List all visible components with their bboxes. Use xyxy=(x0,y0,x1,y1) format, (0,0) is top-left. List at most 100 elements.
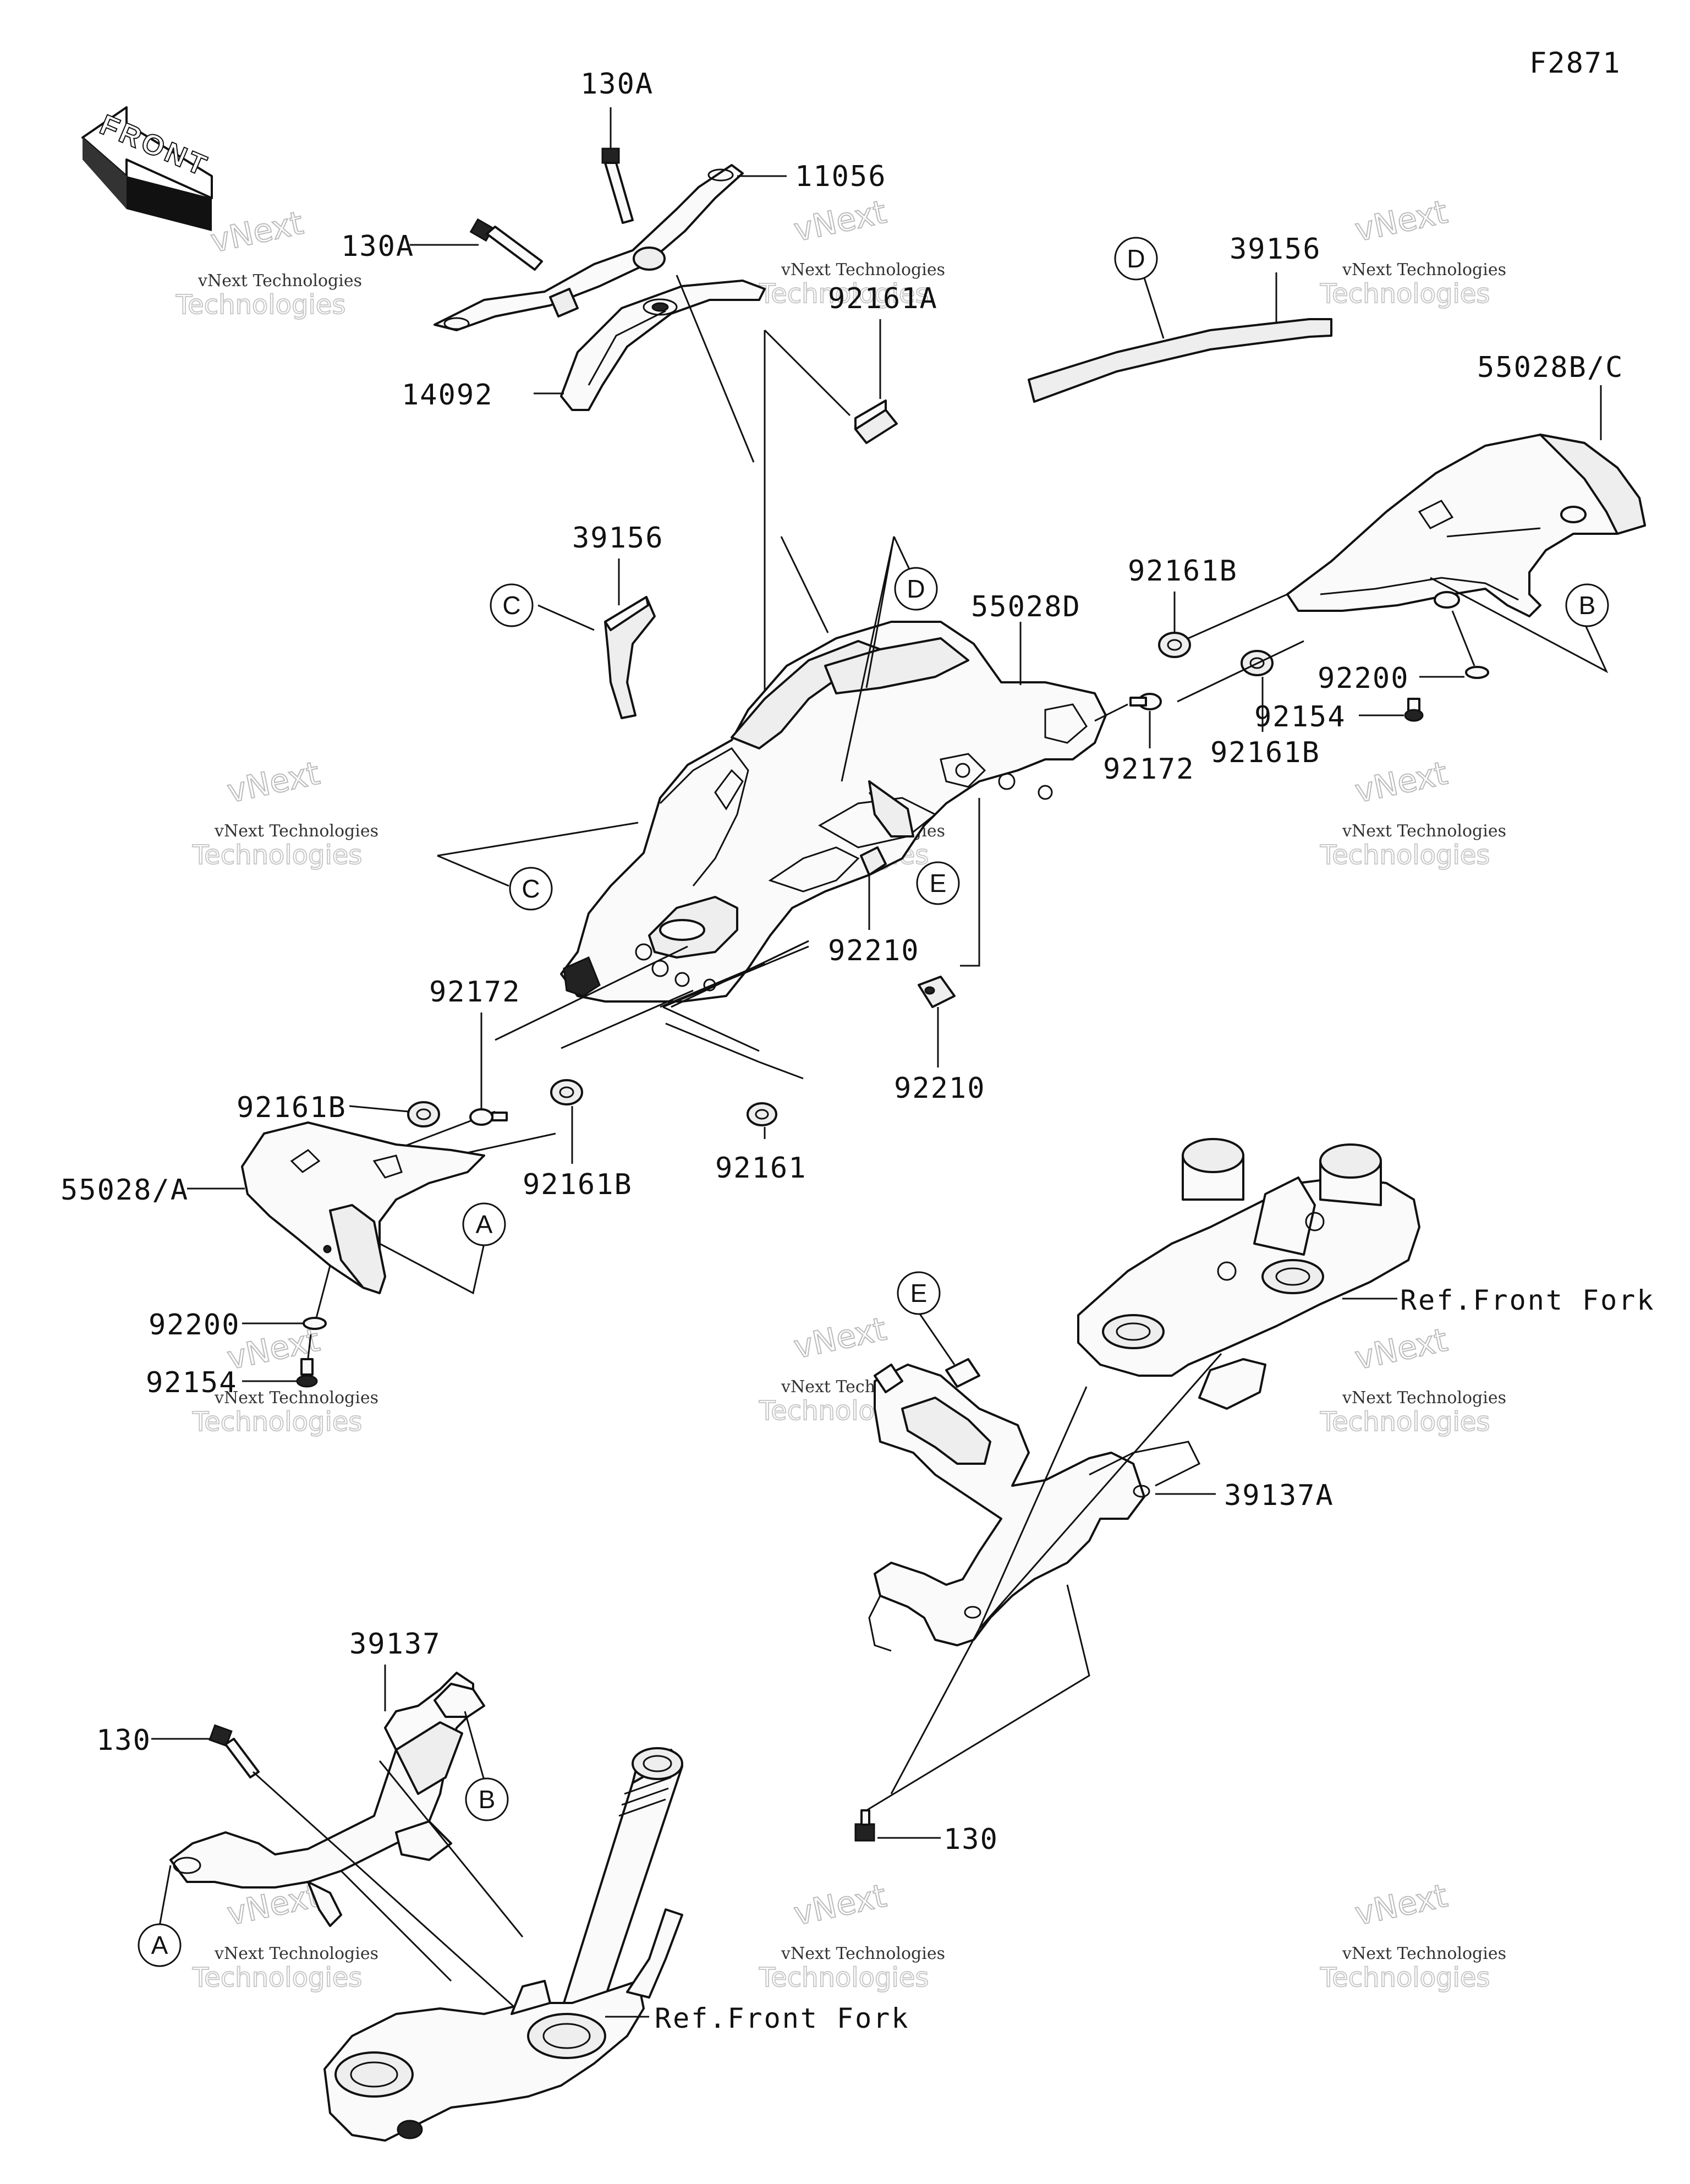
grommet-92161b-r1-icon xyxy=(1158,632,1191,658)
callout-b-right: B xyxy=(1565,583,1609,627)
label-92200-right: 92200 xyxy=(1318,662,1409,695)
label-92200-left: 92200 xyxy=(149,1309,240,1342)
callout-c-lower: C xyxy=(509,867,553,911)
stay-tab-icon xyxy=(868,780,914,838)
grommet-92161b-l1-icon xyxy=(407,1101,440,1127)
watermark-group: vNext vNext Technologies Technologies vN… xyxy=(175,193,1506,1994)
watermark-text: vNext Technologies xyxy=(197,271,362,291)
label-39156-left: 39156 xyxy=(572,522,664,555)
svg-text:C: C xyxy=(502,591,520,620)
label-92161a: 92161A xyxy=(828,282,938,315)
watermark-text: vNext Technologies xyxy=(214,822,378,841)
screw-92154-right-icon xyxy=(1404,698,1424,722)
screw-92172-right-icon xyxy=(1129,693,1162,710)
label-39137: 39137 xyxy=(349,1628,441,1661)
washer-92200-right-icon xyxy=(1465,666,1489,679)
watermark-text: vNext Technologies xyxy=(1342,1388,1506,1408)
watermark-technologies: Technologies xyxy=(1320,278,1490,309)
bracket-11056 xyxy=(434,164,744,331)
bolt-130a-left-icon xyxy=(469,218,543,271)
watermark-technologies: Technologies xyxy=(1320,1406,1490,1437)
label-92154-right: 92154 xyxy=(1254,700,1346,734)
grommet-92210-b-icon xyxy=(918,976,956,1008)
watermark-technologies: Technologies xyxy=(175,289,345,320)
callout-a-left: A xyxy=(462,1202,506,1246)
watermark-text: vNext Technologies xyxy=(1342,1944,1506,1963)
watermark-text: vNext Technologies xyxy=(214,1388,378,1408)
watermark-technologies: Technologies xyxy=(192,1406,362,1437)
svg-text:C: C xyxy=(522,874,540,903)
cover-14092 xyxy=(560,280,766,411)
label-92172-left: 92172 xyxy=(429,976,521,1009)
tape-39156-left xyxy=(604,596,656,719)
callout-b-lower: B xyxy=(465,1777,509,1821)
label-130a-left: 130A xyxy=(341,230,414,263)
grommet-92161-icon xyxy=(747,1102,777,1126)
label-92210-a: 92210 xyxy=(828,934,920,967)
watermark-vnext: vNext xyxy=(1352,1877,1451,1933)
svg-text:A: A xyxy=(476,1210,493,1239)
washer-92200-left-icon xyxy=(303,1317,327,1330)
stay-39137a xyxy=(868,1358,1201,1652)
watermark-text: vNext Technologies xyxy=(781,1944,945,1963)
label-130-left: 130 xyxy=(96,1724,151,1757)
label-130a-top: 130A xyxy=(580,68,654,101)
label-55028bc: 55028B/C xyxy=(1477,351,1623,384)
label-11056: 11056 xyxy=(795,160,887,193)
label-92210-b: 92210 xyxy=(894,1072,986,1105)
label-92161b-l1: 92161B xyxy=(237,1091,347,1124)
callout-d-top: D xyxy=(1114,237,1158,281)
watermark-vnext: vNext xyxy=(224,754,323,811)
lower-triple-clamp-with-stem xyxy=(323,1747,683,2142)
watermark-technologies: Technologies xyxy=(1320,840,1490,871)
label-ref-front-fork-right: Ref.Front Fork xyxy=(1400,1284,1655,1316)
damper-92161a-icon xyxy=(854,399,898,444)
bolt-130a-top-icon xyxy=(601,147,634,224)
screw-92154-left-icon xyxy=(296,1358,318,1388)
watermark-vnext: vNext xyxy=(207,204,306,260)
watermark-technologies: Technologies xyxy=(192,840,362,871)
cover-55028a xyxy=(241,1121,485,1294)
watermark-vnext: vNext xyxy=(1352,1321,1451,1377)
grommet-92210-a-icon xyxy=(860,846,887,876)
label-39137a: 39137A xyxy=(1224,1479,1334,1512)
label-39156-top: 39156 xyxy=(1230,233,1321,266)
svg-text:D: D xyxy=(907,574,925,603)
grommet-on-bracket-icon xyxy=(633,247,666,271)
callout-e-mid: E xyxy=(916,861,960,905)
front-arrow-icon: FRONT xyxy=(81,106,214,231)
svg-text:D: D xyxy=(1127,244,1145,273)
label-92154-left: 92154 xyxy=(146,1366,238,1399)
grommet-92161b-l2-icon xyxy=(550,1079,583,1105)
stay-39137 xyxy=(169,1672,485,1927)
watermark-technologies: Technologies xyxy=(1320,1962,1490,1993)
svg-text:E: E xyxy=(930,869,947,897)
watermark-text: vNext Technologies xyxy=(781,260,945,280)
label-92172-right: 92172 xyxy=(1103,753,1195,786)
svg-text:A: A xyxy=(151,1931,168,1959)
label-ref-front-fork-left: Ref.Front Fork xyxy=(655,2002,909,2034)
label-92161: 92161 xyxy=(715,1152,807,1185)
upper-triple-clamp xyxy=(1077,1138,1420,1410)
label-14092: 14092 xyxy=(402,379,493,412)
watermark-technologies: Technologies xyxy=(759,278,929,309)
label-92161b-r2: 92161B xyxy=(1210,736,1320,769)
watermark-vnext: vNext xyxy=(791,1877,890,1933)
callout-d-mid: D xyxy=(894,567,938,611)
callout-c-left: C xyxy=(490,583,534,627)
watermark-vnext: vNext xyxy=(1352,193,1451,249)
watermark-technologies: Technologies xyxy=(759,1962,929,1993)
screw-92172-left-icon xyxy=(469,1108,508,1126)
callout-a-lower: A xyxy=(138,1923,182,1967)
label-55028a: 55028/A xyxy=(61,1174,189,1207)
watermark-text: vNext Technologies xyxy=(1342,260,1506,280)
watermark-text: vNext Technologies xyxy=(214,1944,378,1963)
figure-code: F2871 xyxy=(1529,47,1621,80)
bolt-130-left-icon xyxy=(208,1724,260,1778)
svg-text:B: B xyxy=(479,1785,496,1814)
watermark-vnext: vNext xyxy=(791,193,890,249)
tape-39156-top xyxy=(1028,318,1332,403)
callout-e-lower: E xyxy=(897,1271,941,1315)
watermark-technologies: Technologies xyxy=(192,1962,362,1993)
